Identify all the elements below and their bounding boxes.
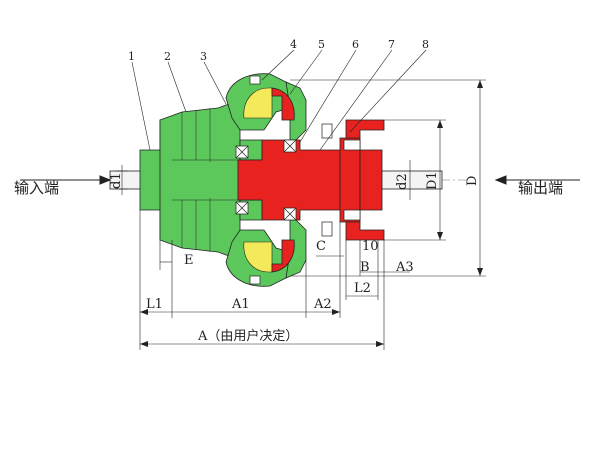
arrow-heads xyxy=(140,80,483,347)
part-number-3: 3 xyxy=(200,50,207,63)
dim-d1: d1 xyxy=(109,172,124,189)
dim-B: B xyxy=(360,260,370,275)
dim-L1: L1 xyxy=(146,297,163,312)
dim-A3: A3 xyxy=(395,260,414,275)
pump-housing xyxy=(139,73,307,287)
dim-D: D xyxy=(465,176,480,186)
part-numbers: 1 2 3 4 5 6 7 8 xyxy=(128,38,429,63)
output-shaft xyxy=(381,170,443,190)
dim-A1: A1 xyxy=(231,297,250,312)
part-number-4: 4 xyxy=(290,38,297,51)
dim-10: 10 xyxy=(362,239,379,254)
dim-E: E xyxy=(184,253,194,268)
dim-D1: D1 xyxy=(425,171,440,190)
part-number-1: 1 xyxy=(128,50,135,63)
dim-A2: A2 xyxy=(313,297,332,312)
dim-d2: d2 xyxy=(395,173,410,190)
dim-A: A（由用户决定） xyxy=(197,328,298,344)
part-number-6: 6 xyxy=(352,38,359,51)
output-side-label: 输出端 xyxy=(518,179,563,197)
dim-C: C xyxy=(316,239,326,254)
direction-arrows xyxy=(20,175,580,185)
dim-L2: L2 xyxy=(354,281,371,296)
input-side-label: 输入端 xyxy=(14,179,59,197)
part-number-7: 7 xyxy=(388,38,395,51)
turbine-output xyxy=(237,87,385,273)
cone-lines xyxy=(172,108,240,252)
leader-lines xyxy=(131,49,427,151)
working-fluid xyxy=(243,87,273,273)
part-number-2: 2 xyxy=(164,50,171,63)
part-number-5: 5 xyxy=(318,38,325,51)
part-number-8: 8 xyxy=(422,38,429,51)
dimension-lines xyxy=(116,79,486,350)
bearings xyxy=(235,139,297,221)
bolts xyxy=(249,75,361,285)
